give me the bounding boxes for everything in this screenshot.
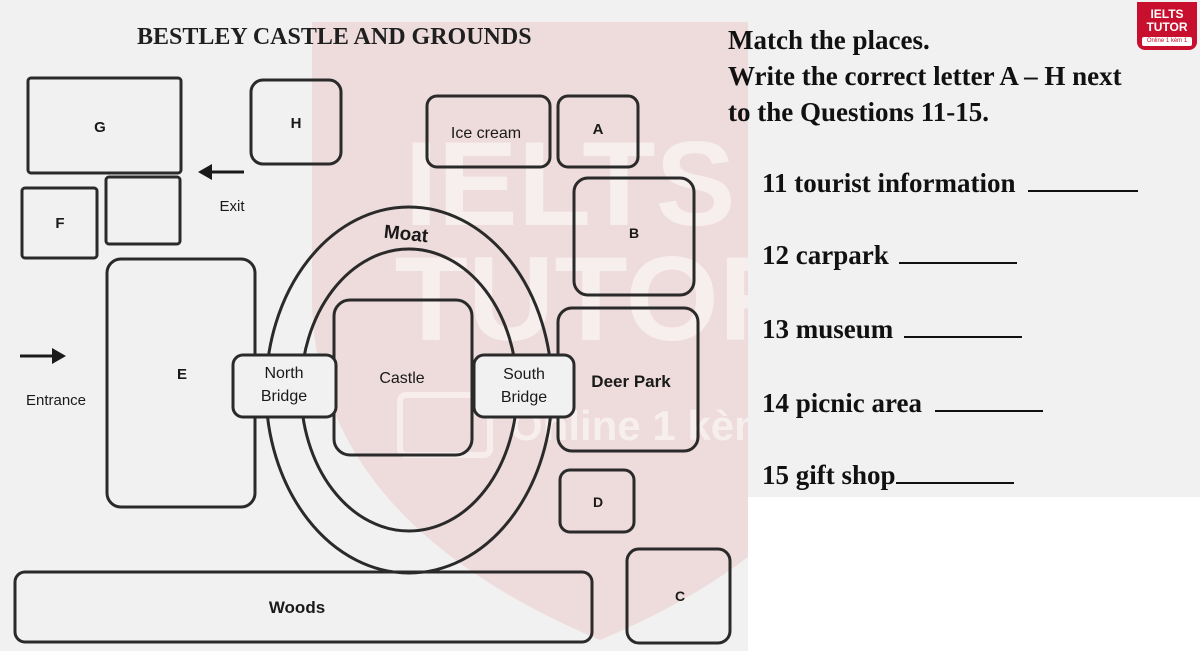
label-ice-cream: Ice cream [451, 125, 521, 142]
label-f: F [55, 215, 64, 232]
label-g: G [94, 119, 106, 136]
watermark-text-1: IELTS [404, 117, 735, 251]
label-exit: Exit [219, 198, 245, 215]
label-north-bridge-1: North [264, 365, 303, 382]
instruction-line-3: to the Questions 11-15. [728, 97, 990, 127]
area-south-bridge [472, 353, 576, 419]
area-ice-cream [425, 94, 552, 169]
label-a: A [593, 121, 604, 138]
question-11: 11 tourist information [762, 166, 1139, 199]
area-a [556, 94, 640, 169]
castle-map: IELTS TUTOR Online 1 kèm 1 BESTLEY CASTL… [13, 22, 748, 645]
question-number: 15 [762, 460, 789, 490]
label-south-bridge-2: Bridge [501, 389, 547, 406]
area-north-bridge [231, 353, 338, 419]
answer-blank[interactable] [934, 386, 1043, 412]
entrance-arrow-head-icon [52, 348, 66, 364]
answer-blank[interactable] [1028, 166, 1139, 192]
question-12: 12 carpark [762, 238, 1018, 271]
question-number: 13 [762, 314, 789, 344]
label-moat: Moat [383, 222, 430, 248]
blank-panel [748, 497, 1200, 651]
area-small-box [104, 175, 182, 246]
question-text: carpark [795, 240, 889, 270]
label-b: B [629, 225, 639, 241]
label-south-bridge-1: South [503, 366, 545, 383]
label-h: H [291, 115, 302, 132]
label-deer-park: Deer Park [591, 372, 671, 391]
label-d: D [593, 494, 603, 510]
area-g [26, 76, 183, 175]
question-14: 14 picnic area [762, 386, 1043, 419]
instruction-line-1: Match the places. [728, 25, 930, 55]
answer-blank[interactable] [899, 238, 1018, 264]
label-castle: Castle [379, 370, 424, 387]
area-c [625, 547, 732, 645]
instruction-line-2: Write the correct letter A – H next [728, 61, 1122, 91]
area-d [558, 468, 636, 534]
label-north-bridge-2: Bridge [261, 388, 307, 405]
area-h [249, 78, 343, 166]
question-number: 11 [762, 168, 788, 198]
map-title: BESTLEY CASTLE AND GROUNDS [137, 24, 532, 50]
area-b [572, 176, 696, 297]
watermark: IELTS TUTOR Online 1 kèm 1 [312, 22, 748, 640]
question-number: 12 [762, 240, 789, 270]
question-15: 15 gift shop [762, 458, 1014, 491]
area-f [20, 186, 99, 260]
area-woods [13, 570, 594, 644]
answer-blank[interactable] [904, 312, 1023, 338]
answer-blank[interactable] [895, 458, 1014, 484]
question-text: tourist information [794, 168, 1016, 198]
question-text: gift shop [795, 460, 896, 490]
label-c: C [675, 588, 685, 604]
question-text: picnic area [795, 388, 922, 418]
badge-line-3: Online 1 kèm 1 [1142, 37, 1192, 46]
label-entrance: Entrance [26, 392, 86, 409]
label-e: E [177, 366, 187, 383]
badge-line-1: IELTS [1150, 7, 1184, 21]
ielts-tutor-badge: IELTS TUTOR Online 1 kèm 1 [1137, 2, 1197, 50]
question-number: 14 [762, 388, 789, 418]
question-text: museum [795, 314, 894, 344]
label-woods: Woods [269, 598, 325, 617]
badge-line-2: TUTOR [1146, 20, 1188, 34]
instructions: Match the places. Write the correct lett… [728, 22, 1198, 130]
question-13: 13 museum [762, 312, 1023, 345]
exit-arrow-head-icon [198, 164, 212, 180]
